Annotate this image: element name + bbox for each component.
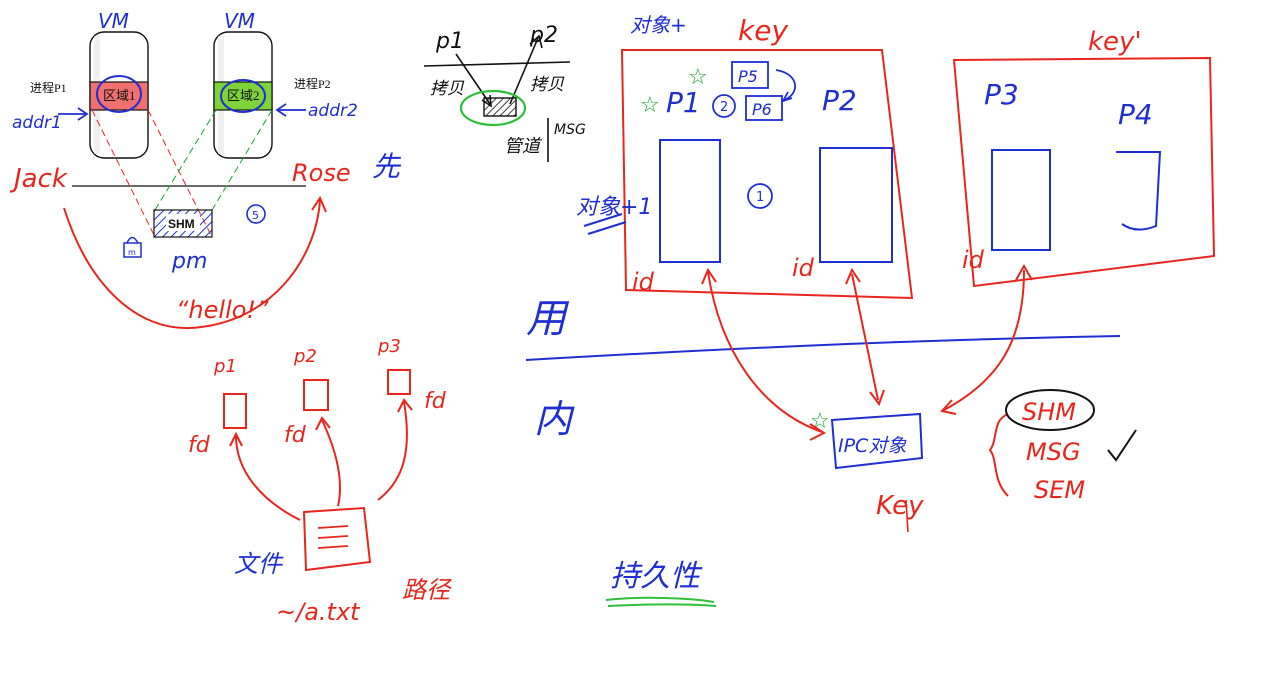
addr1-label: addr1 bbox=[12, 113, 62, 133]
proc-box-p1 bbox=[223, 393, 247, 429]
star-icon-p1: ☆ bbox=[640, 93, 660, 118]
svg-text:m: m bbox=[128, 248, 136, 257]
region2-label: 区域2 bbox=[227, 88, 260, 103]
circle-2-label: 2 bbox=[720, 100, 728, 115]
shm-highlight-circle bbox=[1005, 389, 1095, 431]
fd-label-3: fd bbox=[424, 389, 447, 414]
key-left-label: key bbox=[738, 14, 788, 47]
ipc-p4-label: P4 bbox=[1118, 98, 1153, 131]
ipc-sketch: 对象+ key key' ☆ ☆ ☆ P1 P2 P3 P4 P5 P6 2 1… bbox=[525, 13, 1216, 607]
kernel-space-label: 内 bbox=[534, 397, 575, 441]
xian-label: 先 bbox=[372, 150, 402, 183]
ipc-type-sem: SEM bbox=[1034, 476, 1085, 504]
file-p1-label: p1 bbox=[213, 356, 237, 377]
jack-rose-arrow bbox=[63, 199, 321, 330]
types-brace bbox=[988, 413, 1009, 497]
rose-label: Rose bbox=[292, 159, 351, 187]
proc2-label: 进程P2 bbox=[294, 76, 331, 91]
proc-rect-p3 bbox=[991, 149, 1051, 251]
hello-label: “hello!” bbox=[176, 296, 269, 324]
file-label: 文件 bbox=[234, 550, 284, 578]
ipc-object-box bbox=[830, 412, 924, 470]
circle-5 bbox=[246, 204, 266, 224]
pipe-p1-label: p1 bbox=[435, 29, 464, 54]
pm-label: pm bbox=[171, 249, 207, 274]
pipe-buffer bbox=[483, 97, 517, 117]
copy-left-label: 拷贝 bbox=[430, 79, 465, 99]
user-kernel-divider bbox=[525, 335, 1121, 361]
ipc-p1-label: P1 bbox=[666, 86, 701, 119]
object-label: 对象+ bbox=[630, 13, 687, 37]
vm-left-label: VM bbox=[98, 9, 129, 33]
file-p2-label: p2 bbox=[293, 346, 317, 367]
id-label-2: id bbox=[792, 254, 815, 282]
shm-label: SHM bbox=[168, 217, 195, 231]
id-label-1: id bbox=[632, 268, 655, 296]
proc-box-p3 bbox=[387, 369, 411, 395]
pipe-green-circle bbox=[459, 89, 527, 127]
pipe-msg-sketch: p1 p2 拷贝 拷贝 管道 MSG bbox=[423, 23, 586, 162]
ipc-type-shm: SHM bbox=[1022, 398, 1076, 426]
region1-circle bbox=[96, 75, 142, 113]
proc-box-p2 bbox=[303, 379, 329, 411]
jack-label: Jack bbox=[9, 164, 68, 194]
file-p3-label: p3 bbox=[377, 336, 401, 357]
region1-label: 区域1 bbox=[103, 88, 136, 103]
key-container-left bbox=[620, 49, 914, 300]
ipc-p3-label: P3 bbox=[984, 78, 1019, 111]
copy-right-label: 拷贝 bbox=[530, 75, 565, 95]
p5-label: P5 bbox=[738, 67, 758, 86]
path-label: 路径 bbox=[402, 576, 452, 604]
pipe-p2-label: p2 bbox=[529, 23, 558, 48]
lock-icon: m bbox=[123, 236, 142, 258]
proc-rect-p4 bbox=[1116, 151, 1162, 231]
ipc-object-label: IPC对象 bbox=[838, 435, 907, 457]
p6-label: P6 bbox=[752, 100, 772, 119]
proc1-label: 进程P1 bbox=[30, 80, 67, 95]
proc-rect-p2 bbox=[819, 147, 893, 263]
proc-rect-p1 bbox=[659, 139, 721, 263]
key-bottom-label: Key bbox=[876, 491, 924, 521]
circle-1-label: 1 bbox=[756, 190, 764, 205]
addr2-label: addr2 bbox=[308, 101, 358, 121]
file-icon bbox=[302, 506, 372, 572]
region2-circle bbox=[220, 79, 266, 113]
id-label-3: id bbox=[962, 246, 985, 274]
path-value: ~/a.txt bbox=[276, 598, 361, 626]
key-container-right bbox=[952, 56, 1216, 288]
fd-label-2: fd bbox=[284, 423, 307, 448]
shared-memory-sketch: VM VM 区域1 区域2 进程P1 进程P2 addr1 addr2 bbox=[9, 9, 402, 330]
msg-label: MSG bbox=[554, 122, 586, 138]
user-space-label: 用 bbox=[526, 296, 570, 342]
circle-2 bbox=[712, 94, 736, 118]
checkmark-icon bbox=[1107, 429, 1137, 462]
star-icon-top: ☆ bbox=[688, 65, 708, 90]
p5-box bbox=[731, 61, 769, 89]
file-sketch: p1 p2 p3 fd fd fd 文件 ~/a.txt 路径 bbox=[188, 336, 452, 626]
pipe-label: 管道 bbox=[504, 136, 543, 157]
persistence-label: 持久性 bbox=[610, 559, 703, 594]
fd-label-1: fd bbox=[188, 433, 211, 458]
ipc-type-msg: MSG bbox=[1026, 438, 1081, 466]
p6-box bbox=[745, 95, 783, 121]
key-right-label: key' bbox=[1088, 27, 1142, 57]
ipc-p2-label: P2 bbox=[822, 84, 857, 117]
circle-5-label: 5 bbox=[252, 209, 259, 222]
region2-box bbox=[213, 81, 273, 111]
circle-1 bbox=[747, 183, 773, 209]
vm-right-label: VM bbox=[224, 9, 255, 33]
